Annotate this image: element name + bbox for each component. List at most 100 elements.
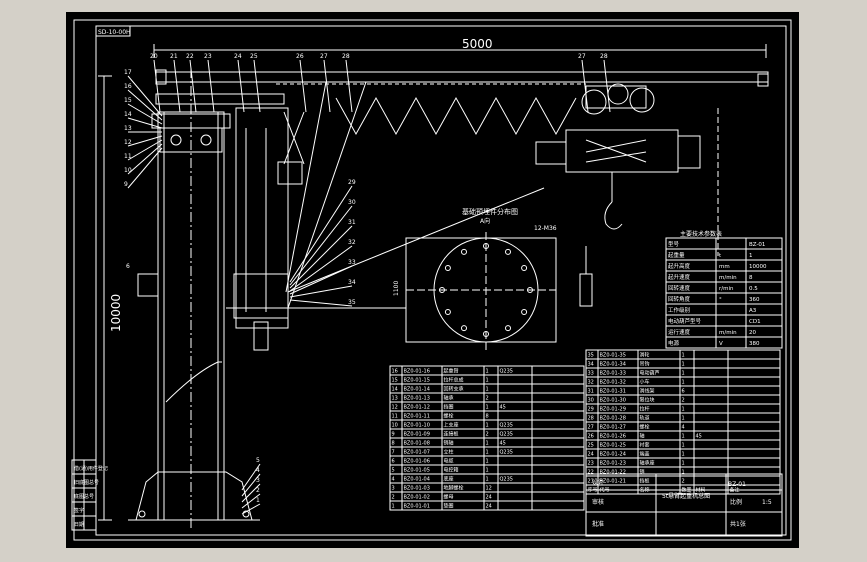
frame-code: SD-10-00H — [98, 29, 131, 36]
part-number: 4 — [256, 467, 260, 474]
part-number: 13 — [124, 125, 132, 132]
bom-cell: 6 — [392, 459, 395, 465]
bolt-label: 12-M36 — [534, 225, 557, 232]
spec-value: CD1 — [749, 319, 761, 325]
bom-cell: 小车 — [640, 379, 650, 386]
bom-cell: Q235 — [500, 477, 513, 483]
part-number: 10 — [124, 167, 132, 174]
bolt-hole — [505, 325, 511, 332]
span-dim-text: 5000 — [462, 37, 493, 51]
bom-cell: 1 — [486, 405, 489, 411]
bom-cell: 45 — [500, 405, 506, 411]
bom-cell: 滑轮 — [640, 352, 650, 359]
spec-value: 0.5 — [749, 286, 758, 292]
bom-cell: 27 — [588, 425, 594, 431]
bolt-hole — [505, 248, 511, 255]
part-number: 1 — [256, 497, 260, 504]
bom-cell: 26 — [588, 434, 594, 440]
bom-cell: 轴 — [640, 433, 645, 440]
crane-drawing: SD-10-00H 借(通)用件登记 旧底图总号 底图总号 签字 日期 5000… — [71, 19, 792, 541]
bom-cell: BZ0-01-30 — [600, 398, 626, 404]
part-number: 22 — [186, 53, 194, 60]
bom-cell: 28 — [588, 416, 594, 422]
bom-cell: 螺栓 — [640, 424, 650, 431]
bom-cell: 1 — [682, 380, 685, 386]
foundation-detail: 基础预埋件分布图 A向 12-M36 1100 — [393, 207, 557, 352]
pendant-switch — [579, 246, 593, 307]
bom-cell: 4 — [682, 425, 685, 431]
bom-cell: 销 — [640, 469, 645, 476]
bom-cell: 15 — [392, 378, 398, 384]
bom-cell: BZ0-01-01 — [404, 504, 430, 510]
spec-unit: r/min — [719, 286, 734, 292]
bom-cell: 2 — [682, 479, 685, 485]
part-number: 14 — [124, 111, 132, 118]
bom-cell: 地脚螺栓 — [444, 485, 464, 492]
spec-value: BZ-01 — [749, 242, 765, 248]
spec-unit: m/min — [719, 330, 737, 336]
spec-label: 电源 — [668, 339, 680, 347]
part-number: 17 — [124, 69, 132, 76]
column-base — [128, 471, 260, 521]
bom-cell: 1 — [682, 434, 685, 440]
spec-unit: V — [719, 341, 723, 347]
bom-cell: 32 — [588, 380, 594, 386]
frame-code-box — [95, 25, 131, 37]
part-number: 25 — [250, 53, 258, 60]
bom-cell: Q235 — [500, 423, 513, 429]
spec-value: 1 — [749, 253, 753, 259]
spec-unit: m/min — [719, 275, 737, 281]
spec-unit: mm — [719, 264, 730, 270]
bom-cell: 限位块 — [640, 397, 655, 404]
bom-cell: 12 — [392, 405, 398, 411]
bom-cell: BZ0-01-34 — [600, 362, 626, 368]
bom-cell: BZ0-01-24 — [600, 452, 626, 458]
cad-viewport[interactable]: SD-10-00H 借(通)用件登记 旧底图总号 底图总号 签字 日期 5000… — [66, 12, 799, 548]
part-number: 11 — [124, 153, 132, 160]
spec-value: 360 — [749, 297, 760, 303]
bom-cell: 12 — [486, 486, 492, 492]
spec-label: 型号 — [668, 240, 680, 248]
power-cable — [165, 361, 222, 403]
bom-cell: BZ0-01-05 — [404, 468, 430, 474]
spec-value: 20 — [749, 330, 756, 336]
bom-cell: 滑线架 — [640, 388, 655, 395]
bom-cell: BZ0-01-29 — [600, 407, 626, 413]
bom-cell: 吊钩 — [640, 361, 650, 368]
label-design: 设计 — [592, 478, 604, 486]
bom-cell: BZ0-01-26 — [600, 434, 626, 440]
bom-cell: 31 — [588, 389, 594, 395]
counterweight — [277, 111, 305, 185]
bom-cell: 1 — [682, 452, 685, 458]
bom-cell: 轴承 — [444, 395, 454, 402]
bom-cell: 6 — [682, 389, 685, 395]
bom-cell: 29 — [588, 407, 594, 413]
bom-cell: 33 — [588, 371, 594, 377]
festoon-cable — [335, 96, 577, 136]
bom-cell: 1 — [486, 387, 489, 393]
bom-cell: 9 — [392, 432, 395, 438]
part-number: 35 — [348, 299, 356, 306]
part-number: 28 — [342, 53, 350, 60]
inner-border — [95, 25, 787, 536]
bom-cell: 35 — [588, 353, 594, 359]
bom-cell: BZ0-01-13 — [404, 396, 430, 402]
bom-cell: Q235 — [500, 432, 513, 438]
bom-cell: 1 — [682, 461, 685, 467]
bolt-hole — [439, 287, 445, 293]
spec-label: 回转角度 — [668, 295, 691, 303]
bom-cell: BZ0-01-16 — [404, 369, 430, 375]
span-dimension: 5000 — [153, 37, 767, 58]
bom-cell: 1 — [486, 459, 489, 465]
bom-cell: 1 — [486, 369, 489, 375]
bom-cell: 23 — [588, 461, 594, 467]
bom-cell: 端盖 — [640, 451, 650, 458]
spec-value: 380 — [749, 341, 760, 347]
bom-cell: 垫圈 — [444, 503, 454, 510]
bom-cell: 13 — [392, 396, 398, 402]
bom-cell: BZ0-01-04 — [404, 477, 430, 483]
bom-cell: 1 — [682, 371, 685, 377]
